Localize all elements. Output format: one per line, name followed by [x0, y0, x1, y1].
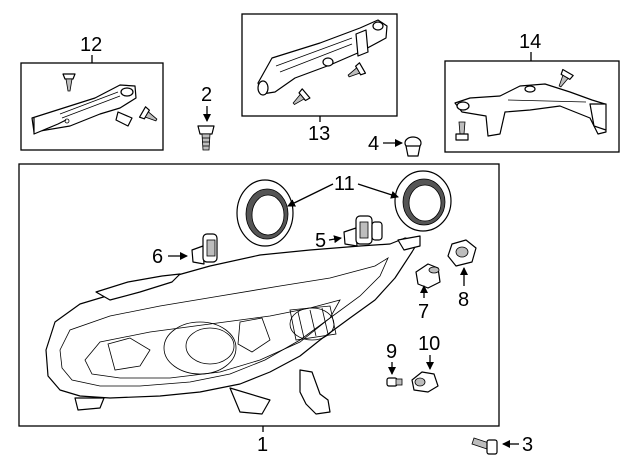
callout-12: 12 — [80, 34, 102, 56]
screw-icon — [455, 121, 469, 141]
screw-icon — [347, 62, 367, 78]
screw-icon — [292, 88, 311, 105]
dust-cover-seal-11b — [394, 170, 452, 232]
callout-1: 1 — [257, 434, 268, 456]
socket-7 — [415, 263, 441, 289]
screw-icon — [558, 68, 574, 88]
callout-13: 13 — [308, 123, 330, 145]
callout-14: 14 — [519, 31, 541, 53]
socket-8 — [447, 239, 477, 267]
bracket-part-14 — [454, 83, 607, 137]
inset-box-12 — [20, 55, 164, 151]
inset-box-14 — [444, 52, 620, 153]
callout-3: 3 — [522, 434, 533, 456]
bolt-3 — [471, 437, 498, 455]
inset-box-13 — [241, 13, 398, 122]
dust-cover-seal-11a — [236, 179, 294, 247]
callout-8: 8 — [458, 289, 469, 311]
callout-5: 5 — [315, 230, 326, 252]
bulb-6 — [191, 233, 218, 265]
callout-7: 7 — [418, 301, 429, 323]
callout-4: 4 — [368, 133, 379, 155]
socket-10 — [411, 371, 439, 393]
bulb-5 — [343, 215, 383, 247]
callout-10: 10 — [418, 333, 440, 355]
callout-9: 9 — [386, 341, 397, 363]
bracket-part-13 — [257, 19, 388, 96]
bulb-9 — [386, 377, 403, 387]
bracket-part-12 — [31, 84, 137, 135]
callout-11: 11 — [334, 173, 355, 195]
callout-6: 6 — [152, 246, 163, 268]
clip-4 — [404, 136, 422, 157]
screw-icon — [138, 106, 158, 122]
screw-icon — [62, 73, 76, 92]
callout-2: 2 — [201, 84, 212, 106]
screw-2 — [197, 125, 215, 151]
headlamp-assembly-1 — [45, 235, 421, 415]
